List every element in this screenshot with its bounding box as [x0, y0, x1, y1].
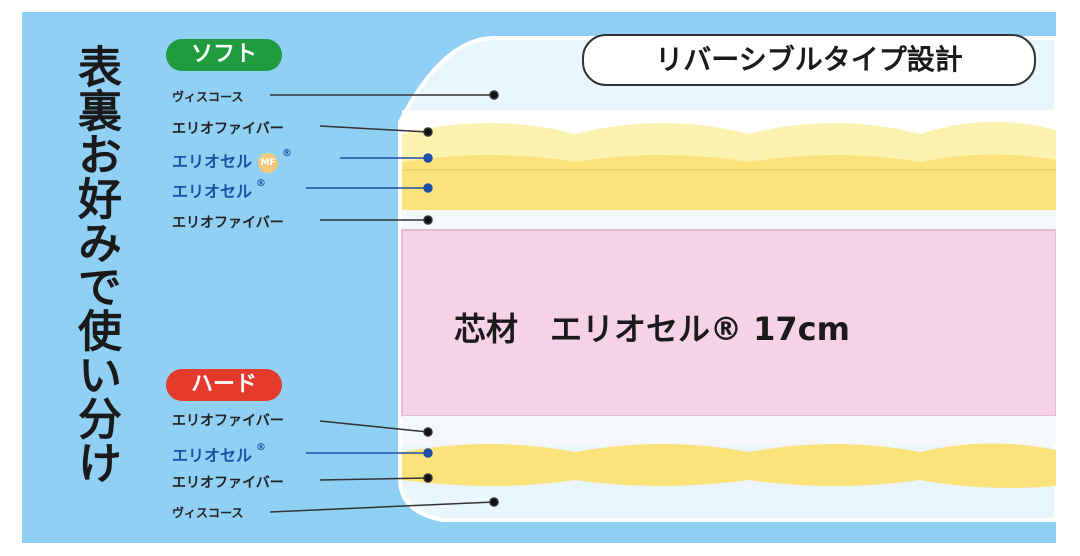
- hard-badge: ハード: [166, 369, 282, 401]
- label-fiber-mid: エリオファイバー: [172, 215, 284, 231]
- core-label: 芯材 エリオセル® 17cm: [454, 310, 850, 348]
- soft-badge: ソフト: [166, 39, 282, 71]
- diagram-panel: 表裏お好みで使い分け ソフト ハード リバーシブルタイプ設計 ヴィスコース エリ…: [22, 12, 1056, 543]
- leader-viscose-bottom: [269, 501, 495, 513]
- label-fiber-hard-bottom: エリオファイバー: [172, 475, 284, 491]
- label-fiber-hard-top: エリオファイバー: [172, 413, 284, 429]
- core-layer: [401, 229, 1056, 417]
- reversible-banner: リバーシブルタイプ設計: [582, 34, 1036, 86]
- label-eriocell-hard: エリオセル®: [172, 442, 266, 466]
- bottom-foam-layer: [402, 443, 1056, 488]
- label-eriocell-top-text: エリオセル: [172, 182, 253, 201]
- label-viscose-top: ヴィスコース: [172, 90, 244, 104]
- leader-fiber-hard-bottom: [319, 477, 429, 481]
- mf-mark-icon: MF: [258, 152, 279, 173]
- mattress-cross-section: [269, 36, 1056, 522]
- lower-fiber-layer: [402, 416, 1056, 446]
- vertical-title: 表裏お好みで使い分け: [70, 44, 121, 484]
- label-viscose-bottom: ヴィスコース: [172, 506, 244, 520]
- reg-mark: ®: [256, 178, 267, 189]
- label-eriocell-mf-text: エリオセル: [172, 152, 253, 171]
- reg-mark: ®: [282, 148, 293, 159]
- reg-mark: ®: [256, 442, 267, 453]
- leader-fiber-hard-top: [319, 420, 429, 433]
- label-eriocell-top: エリオセル®: [172, 178, 266, 202]
- label-eriocell-hard-text: エリオセル: [172, 446, 253, 465]
- label-eriocell-mf: エリオセル MF®: [172, 148, 292, 173]
- leader-fiber-top: [319, 125, 429, 133]
- top-foam-layers: [402, 121, 1056, 212]
- label-fiber-top: エリオファイバー: [172, 121, 284, 137]
- upper-fiber-layer: [402, 210, 1056, 232]
